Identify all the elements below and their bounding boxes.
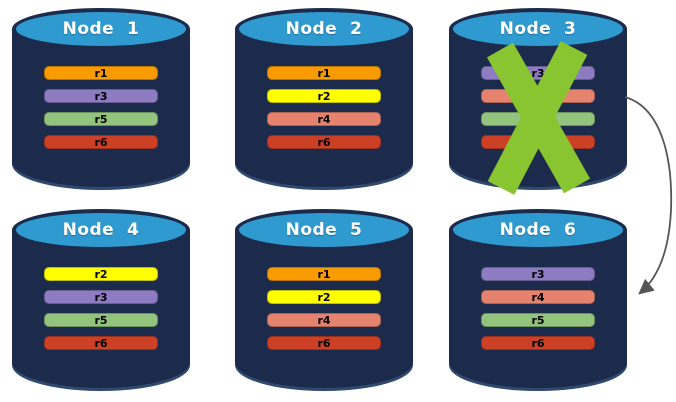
replica-bar: r3 [44,290,158,304]
replica-bar: r6 [44,336,158,350]
replica-bar: r4 [481,290,595,304]
cylinder-top: Node 3 [449,8,627,50]
replica-bar: r5 [44,313,158,327]
replica-bar: r6 [481,135,595,149]
node-title: Node 1 [62,19,140,39]
replica-label: r6 [531,135,545,149]
replica-bar: r2 [44,267,158,281]
replica-label: r2 [94,267,108,281]
replica-list: r1 r2 r4 r6 [235,66,413,149]
replica-bar: r3 [481,267,595,281]
cylinder-top: Node 4 [12,209,190,251]
replica-list: r1 r3 r5 r6 [12,66,190,149]
cylinder-body [12,29,190,190]
node-title: Node 6 [499,220,577,240]
replica-list: r3 r4 r5 r6 [449,267,627,350]
replica-label: r1 [94,66,108,80]
replica-list: r2 r3 r5 r6 [12,267,190,350]
replica-list: r1 r2 r4 r6 [235,267,413,350]
cylinder-body [235,29,413,190]
replica-bar: r5 [481,313,595,327]
node-5: Node 5 r1 r2 r4 r6 [235,209,413,393]
node-title: Node 5 [285,220,363,240]
replica-bar: r5 [481,112,595,126]
replica-bar: r4 [267,313,381,327]
node-4: Node 4 r2 r3 r5 r6 [12,209,190,393]
replica-label: r5 [531,313,545,327]
replica-label: r6 [94,135,108,149]
replica-label: r4 [317,112,331,126]
replica-bar: r6 [267,336,381,350]
replica-label: r4 [531,89,545,103]
replica-bar: r6 [267,135,381,149]
replica-label: r6 [531,336,545,350]
replica-bar: r1 [44,66,158,80]
replica-bar: r6 [44,135,158,149]
replica-bar: r2 [267,290,381,304]
replica-list: r3 r4 r5 r6 [449,66,627,149]
replica-label: r6 [94,336,108,350]
replica-label: r5 [94,313,108,327]
replica-bar: r2 [267,89,381,103]
replica-label: r5 [94,112,108,126]
replica-bar: r4 [481,89,595,103]
cylinder-top: Node 6 [449,209,627,251]
replica-label: r3 [531,267,545,281]
cylinder-body [12,230,190,391]
replica-label: r6 [317,336,331,350]
replica-bar: r1 [267,66,381,80]
replica-bar: r6 [481,336,595,350]
failover-arrow [624,96,673,295]
node-3: Node 3 r3 r4 r5 r6 [449,8,627,192]
replica-bar: r3 [481,66,595,80]
replica-label: r2 [317,89,331,103]
node-1: Node 1 r1 r3 r5 r6 [12,8,190,192]
replica-label: r3 [531,66,545,80]
replica-bar: r5 [44,112,158,126]
node-6: Node 6 r3 r4 r5 r6 [449,209,627,393]
replica-bar: r1 [267,267,381,281]
replica-label: r4 [531,290,545,304]
cylinder-top: Node 2 [235,8,413,50]
cylinder-body [235,230,413,391]
replica-label: r1 [317,66,331,80]
replica-label: r3 [94,89,108,103]
replica-label: r1 [317,267,331,281]
replica-bar: r3 [44,89,158,103]
node-2: Node 2 r1 r2 r4 r6 [235,8,413,192]
cylinder-top: Node 5 [235,209,413,251]
node-title: Node 3 [499,19,577,39]
replica-label: r3 [94,290,108,304]
cylinder-body [449,230,627,391]
node-title: Node 4 [62,220,140,240]
replica-label: r6 [317,135,331,149]
node-title: Node 2 [285,19,363,39]
replica-label: r2 [317,290,331,304]
replica-label: r4 [317,313,331,327]
replica-label: r5 [531,112,545,126]
cylinder-top: Node 1 [12,8,190,50]
replica-bar: r4 [267,112,381,126]
